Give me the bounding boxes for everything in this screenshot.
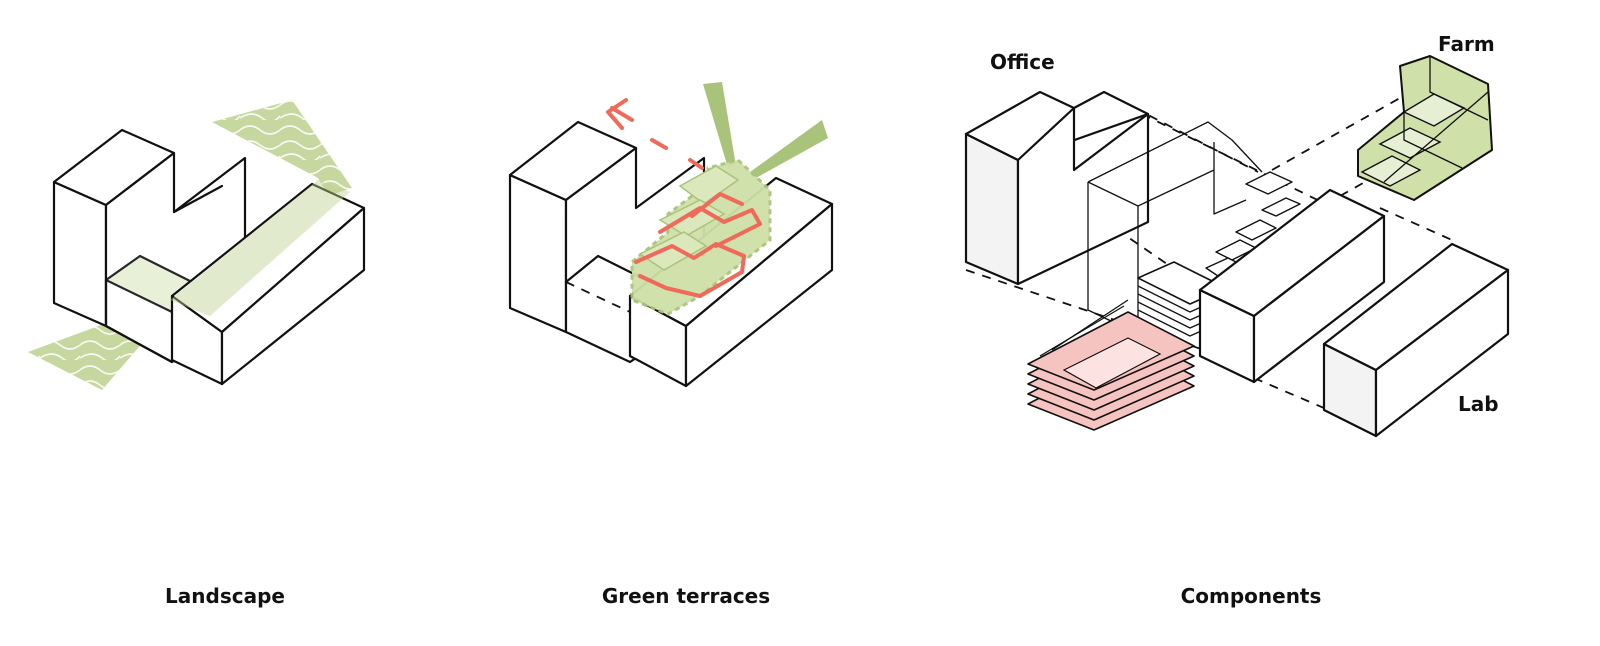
- caption-components: Components: [1181, 584, 1322, 608]
- terrace-office-block: [508, 120, 706, 364]
- landscape-office-block: [52, 128, 247, 364]
- office-block: [964, 90, 1150, 286]
- lab-block: [1322, 242, 1510, 438]
- landscape-lab-block: [170, 182, 366, 386]
- sun-wedge-right: [750, 120, 828, 178]
- lab-middle-block: [1198, 188, 1386, 384]
- stair-steps: [1205, 171, 1301, 277]
- caption-landscape: Landscape: [165, 584, 285, 608]
- landscape-topo-lines: [28, 100, 352, 390]
- caption-green-terraces: Green terraces: [602, 584, 770, 608]
- farm-block: [1357, 55, 1493, 201]
- circulation-arrowhead: [606, 98, 628, 130]
- terrace-hidden-edge: [565, 281, 631, 313]
- sun-wedge-left: [703, 82, 736, 168]
- label-farm: Farm: [1438, 32, 1495, 56]
- panel-components: Office Farm Lab Components: [964, 32, 1510, 608]
- label-office: Office: [990, 50, 1055, 74]
- circulation-path: [610, 106, 762, 298]
- panel-green-terraces: Green terraces: [508, 82, 834, 608]
- label-lab: Lab: [1458, 392, 1499, 416]
- panel-landscape: Landscape: [28, 100, 366, 608]
- landscape-arrow-overlay: [170, 180, 350, 316]
- pink-floor-plates: [1027, 299, 1195, 431]
